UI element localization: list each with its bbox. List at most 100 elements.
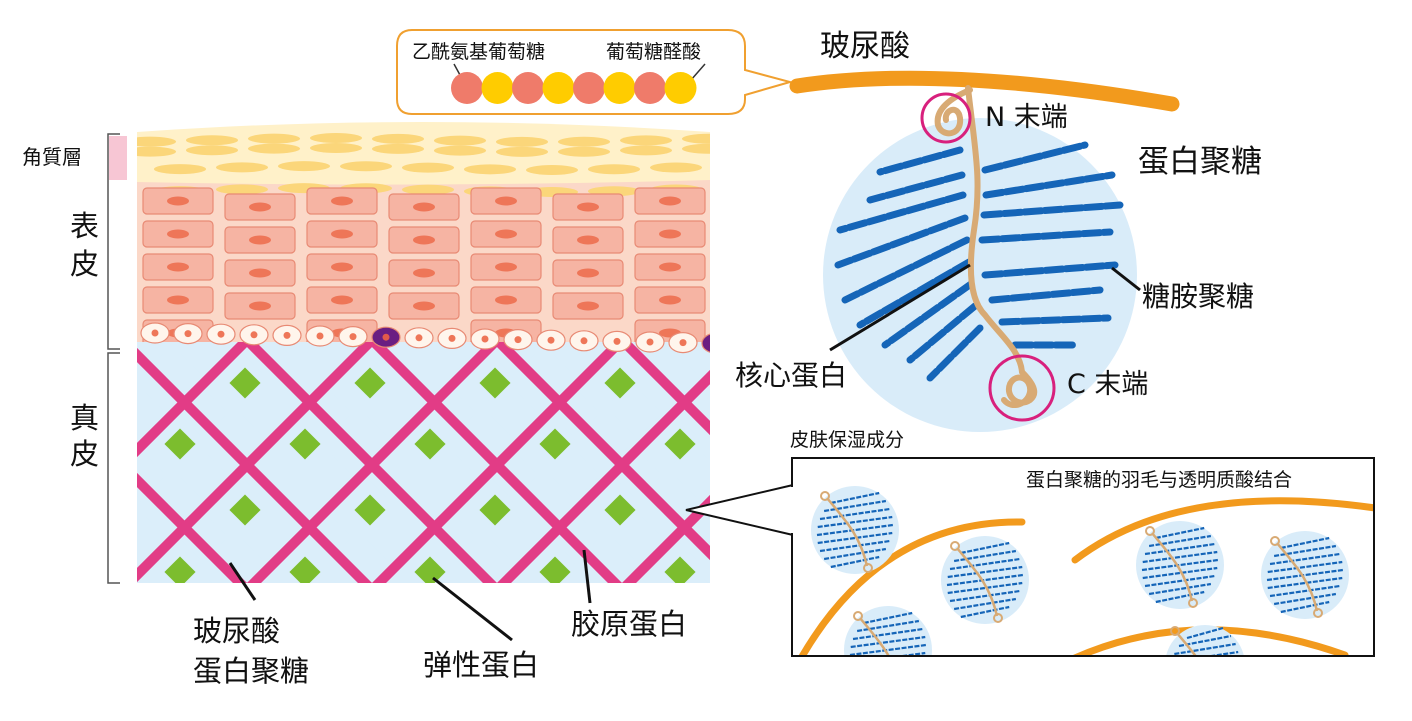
- basal-layer-cells: [140, 322, 786, 354]
- cell-nucleus: [331, 196, 353, 206]
- mini-gag-chain: [1172, 668, 1238, 678]
- n-terminal-coil: [934, 87, 973, 137]
- basal-nucleus: [250, 331, 258, 339]
- mini-gag-chain: [823, 547, 887, 561]
- basal-nucleus: [713, 340, 720, 347]
- matrix-cell: [326, 536, 390, 583]
- elastin-node: [229, 494, 261, 526]
- mini-proteoglycan: [1166, 625, 1244, 707]
- mini-gag-chain: [830, 555, 880, 569]
- glycosaminoglycan-chain: [981, 261, 1119, 279]
- cell-nucleus: [413, 235, 435, 245]
- horny-cell: [137, 146, 176, 157]
- glycosaminoglycan-chain: [856, 258, 973, 329]
- cell-nucleus: [577, 202, 599, 212]
- basal-nucleus: [481, 335, 489, 343]
- mini-gag-chain: [947, 565, 1023, 579]
- horny-cell: [402, 184, 454, 195]
- glucuronic-bead: [603, 72, 636, 104]
- cell-nucleus: [167, 229, 189, 239]
- horny-cell: [248, 133, 300, 144]
- basal-nucleus: [646, 338, 654, 346]
- label-collagen: 胶原蛋白: [571, 607, 687, 641]
- mini-gag-chain: [864, 677, 912, 687]
- horny-cell: [558, 146, 610, 157]
- mini-terminal: [1214, 699, 1222, 707]
- label-acetylglucosamine: 乙酰氨基葡萄糖: [412, 41, 545, 63]
- collagen-fiber: [0, 330, 132, 600]
- matrix-cell: [137, 536, 142, 583]
- matrix-cell: [137, 342, 142, 352]
- mini-gag-chain: [1269, 584, 1341, 598]
- collagen-fiber: [137, 472, 248, 583]
- glycosaminoglycan-chain: [982, 171, 1116, 199]
- glycosaminoglycan-chains: [834, 141, 1124, 382]
- cell-nucleus: [495, 229, 517, 239]
- label-hyaluronic-acid: 玻尿酸: [820, 29, 910, 64]
- elastin-node: [479, 367, 511, 399]
- basal-nucleus: [779, 341, 786, 348]
- mini-circle: [1136, 521, 1224, 609]
- mini-core-protein: [1151, 532, 1194, 602]
- proteoglycan-circle: [823, 118, 1137, 432]
- mini-circle: [1261, 531, 1349, 619]
- mini-gag-chain: [1174, 642, 1236, 655]
- glycosaminoglycan-chain: [978, 228, 1114, 244]
- elastin-node: [229, 367, 261, 399]
- cell-nucleus: [413, 202, 435, 212]
- basal-cell: [735, 334, 763, 354]
- acetylglucosamine-bead: [451, 72, 483, 104]
- epidermis-cells: [142, 187, 706, 347]
- label-c-terminal: C 末端: [1067, 369, 1148, 400]
- cell-nucleus: [331, 262, 353, 272]
- horny-cell: [216, 184, 268, 195]
- c-terminal-coil: [1001, 369, 1038, 409]
- acetylglucosamine-bead: [512, 72, 544, 104]
- horny-cell: [526, 164, 578, 175]
- mini-terminal: [1188, 598, 1198, 608]
- label-proteoglycan: 蛋白聚糖: [193, 654, 309, 688]
- cell-nucleus: [495, 295, 517, 305]
- inset-pointer: [685, 484, 794, 536]
- cell-nucleus: [659, 196, 681, 206]
- basal-nucleus: [679, 339, 687, 347]
- label-proteoglycan-title: 蛋白聚糖: [1138, 144, 1262, 180]
- mini-terminal: [950, 541, 960, 551]
- mini-gag-chain: [1142, 550, 1218, 564]
- cell-nucleus: [249, 202, 271, 212]
- cell-nucleus: [577, 235, 599, 245]
- mini-gag-chain: [1144, 574, 1216, 588]
- horny-cell: [682, 133, 710, 144]
- matrix-cell: [137, 474, 142, 538]
- cell-nucleus: [249, 235, 271, 245]
- glycosaminoglycan-chain: [834, 214, 969, 269]
- mini-gag-chain: [1179, 684, 1231, 694]
- mini-gag-chain: [1210, 650, 1239, 655]
- mini-gag-chain: [960, 541, 1010, 555]
- glucuronic-bead: [481, 72, 514, 104]
- cell-nucleus: [249, 301, 271, 311]
- mini-gag-chain: [947, 581, 1023, 595]
- mini-gag-chain: [902, 651, 926, 655]
- horny-cell: [186, 135, 238, 146]
- label-moisturizing: 皮肤保湿成分: [790, 429, 904, 451]
- mini-core-protein: [1276, 542, 1319, 612]
- mini-terminal: [1313, 608, 1323, 618]
- inset-hyaluronic-1: [798, 518, 1026, 655]
- horny-cell: [310, 133, 362, 144]
- horny-cell: [464, 164, 516, 175]
- basal-nucleus: [382, 333, 390, 341]
- elastin-node: [289, 556, 321, 583]
- mini-terminal: [853, 611, 863, 621]
- disaccharide-chain: [451, 72, 697, 104]
- mini-gag-chain: [1155, 526, 1205, 540]
- basal-nucleus: [283, 331, 291, 339]
- elastin-node: [414, 428, 446, 460]
- inset-proteoglycans: [811, 486, 1349, 707]
- mini-gag-chain: [1280, 600, 1330, 614]
- mini-circle: [811, 486, 899, 574]
- horny-cell: [372, 133, 424, 144]
- collagen-fiber: [246, 342, 503, 583]
- mini-terminal: [820, 491, 830, 501]
